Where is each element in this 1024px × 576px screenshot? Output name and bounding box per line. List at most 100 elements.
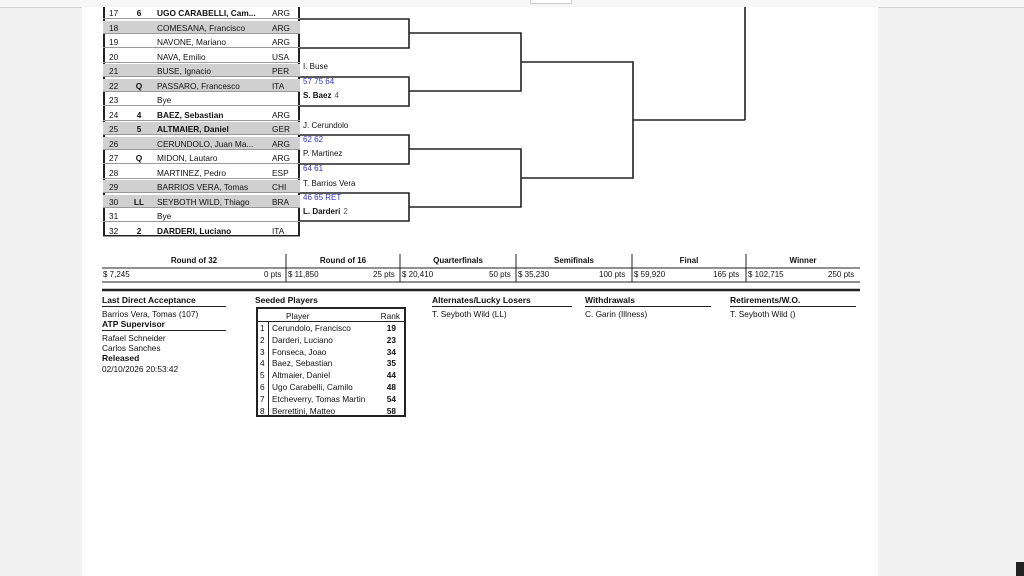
prize-r16: $ 11,850 <box>288 270 319 279</box>
toolbar-handle[interactable] <box>530 0 572 4</box>
seeded-rank: 23 <box>386 334 396 345</box>
lda-title: Last Direct Acceptance <box>102 295 196 305</box>
seeded-row: 1 Cerundolo, Francisco 19 <box>258 321 404 333</box>
round16-player-name: P. Martinez <box>303 149 343 158</box>
draw-position: 30 <box>109 196 119 207</box>
match-score: 46 65 RET <box>303 193 342 202</box>
match-score: 64 61 <box>303 164 324 173</box>
rounds-header-lines <box>102 254 860 283</box>
alternates-title: Alternates/Lucky Losers <box>432 295 531 305</box>
prize-qf: $ 20,410 <box>402 270 434 279</box>
draw-position: 19 <box>109 37 119 47</box>
bracket-qf-4 <box>521 61 634 179</box>
draw-position: 21 <box>109 66 119 76</box>
seed-number: 3 <box>260 346 265 357</box>
seed-number: 2 <box>260 334 265 345</box>
match-score: 62 62 <box>303 135 324 144</box>
draw-position: 25 <box>109 124 119 134</box>
seeded-players-table: Player Rank 1 Cerundolo, Francisco 19 2 Dard… <box>256 307 406 417</box>
round-header-sf: Semifinals <box>553 256 594 265</box>
seed-number: 4 <box>136 109 142 120</box>
draw-position: 26 <box>109 138 119 149</box>
round16-player: I. Buse <box>303 63 328 71</box>
seeded-title: Seeded Players <box>255 295 318 305</box>
seeded-player-name: Darderi, Luciano <box>272 334 333 345</box>
seed-number: 4 <box>260 358 265 369</box>
round-header-winner: Winner <box>789 256 817 265</box>
player-country: ARG <box>272 22 290 33</box>
round16-player: T. Barrios Vera <box>303 180 355 188</box>
seeded-row: 2 Darderi, Luciano 23 <box>258 333 404 345</box>
scrollbar-corner[interactable] <box>1016 562 1024 576</box>
points-r16: 25 pts <box>373 270 395 279</box>
seeded-header-row: Player Rank <box>258 309 404 322</box>
retirements-value: T. Seyboth Wild () <box>730 309 796 319</box>
points-qf: 50 pts <box>489 270 511 279</box>
seed-number: 8 <box>260 405 265 416</box>
withdrawals-value: C. Garin (Illness) <box>585 309 648 319</box>
round16-player-name: J. Cerundolo <box>303 121 349 130</box>
seed-number: 6 <box>260 382 265 392</box>
supervisor-1: Rafael Schneider <box>102 333 166 343</box>
round16-player-name: T. Barrios Vera <box>303 179 356 188</box>
player-country: ITA <box>272 80 285 91</box>
round16-player: P. Martinez <box>303 150 342 158</box>
round-header-r16: Round of 16 <box>319 256 367 265</box>
draw-position: 27 <box>109 153 119 163</box>
points-final: 165 pts <box>713 270 740 279</box>
supervisor-2: Carlos Sanches <box>102 343 161 353</box>
round16-player-name: I. Buse <box>303 62 328 71</box>
player-country: USA <box>272 51 290 62</box>
seeded-rank: 44 <box>386 370 396 381</box>
entry-status: Q <box>135 80 143 91</box>
seeded-rank: 34 <box>386 346 396 357</box>
player-country: ARG <box>272 109 290 120</box>
player-country: BRA <box>272 196 290 207</box>
prize-r32: $ 7,245 <box>103 270 130 279</box>
seeded-player-name: Ugo Carabelli, Camilo <box>272 382 353 392</box>
draw-position: 29 <box>109 182 119 192</box>
seed-number: 5 <box>136 124 142 134</box>
player-country: ARG <box>272 8 290 18</box>
round16-player: J. Cerundolo <box>303 122 348 130</box>
round-header-r32: Round of 32 <box>170 256 218 265</box>
released-title: Released <box>102 353 140 363</box>
released-value: 02/10/2026 20:53:42 <box>102 364 179 374</box>
player-country: GER <box>272 124 290 134</box>
seeded-player-name: Berrettini, Matteo <box>272 405 336 416</box>
seed-number: 2 <box>136 225 142 236</box>
seed-number: 1 <box>260 323 265 333</box>
points-winner: 250 pts <box>828 270 855 279</box>
player-country: ARG <box>272 153 290 163</box>
prize-final: $ 59,920 <box>634 270 666 279</box>
draw-position: 32 <box>109 225 119 236</box>
seeded-rank: 19 <box>386 323 396 333</box>
round16-seed: 4 <box>334 91 339 100</box>
draw-position: 18 <box>109 22 119 33</box>
lda-value: Barrios Vera, Tomas (107) <box>102 309 199 319</box>
seeded-rank: 35 <box>386 358 396 369</box>
seeded-player-name: Cerundolo, Francisco <box>272 323 351 333</box>
prize-sf: $ 35,230 <box>518 270 550 279</box>
